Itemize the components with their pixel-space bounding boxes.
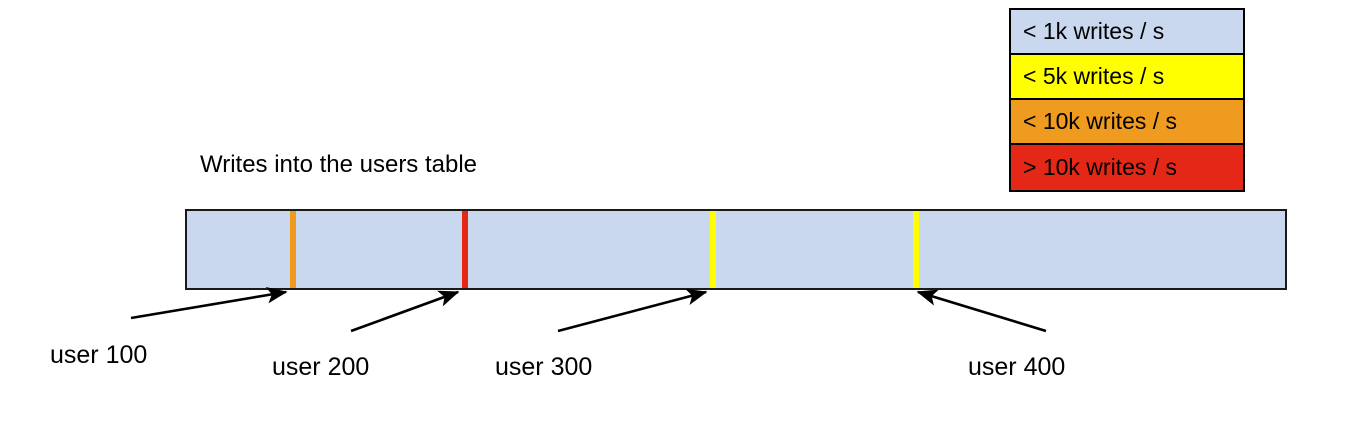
legend-item-label: < 10k writes / s (1023, 108, 1178, 134)
legend-item-medium: < 5k writes / s (1011, 55, 1243, 100)
bar-marker-user-300 (710, 211, 716, 288)
users-table-bar (185, 209, 1287, 290)
legend-item-critical: > 10k writes / s (1011, 145, 1243, 190)
bar-marker-user-400 (913, 211, 919, 288)
legend-item-label: > 10k writes / s (1023, 154, 1178, 180)
legend-item-high: < 10k writes / s (1011, 100, 1243, 145)
annotation-label-user-200: user 200 (272, 353, 370, 381)
arrow-user-200 (350, 290, 460, 333)
legend: < 1k writes / s < 5k writes / s < 10k wr… (1009, 8, 1245, 192)
legend-item-label: < 1k writes / s (1023, 18, 1165, 44)
page-title: Writes into the users table (200, 151, 478, 178)
annotation-label-user-100: user 100 (50, 341, 148, 369)
legend-item-label: < 5k writes / s (1023, 63, 1165, 89)
bar-marker-user-100 (290, 211, 296, 288)
annotation-label-user-300: user 300 (495, 353, 593, 381)
bar-marker-user-200 (462, 211, 468, 288)
legend-item-low: < 1k writes / s (1011, 10, 1243, 55)
arrow-user-300 (557, 288, 708, 333)
annotation-label-user-400: user 400 (968, 353, 1066, 381)
arrow-user-400 (916, 289, 1047, 333)
arrow-user-100 (130, 286, 288, 320)
